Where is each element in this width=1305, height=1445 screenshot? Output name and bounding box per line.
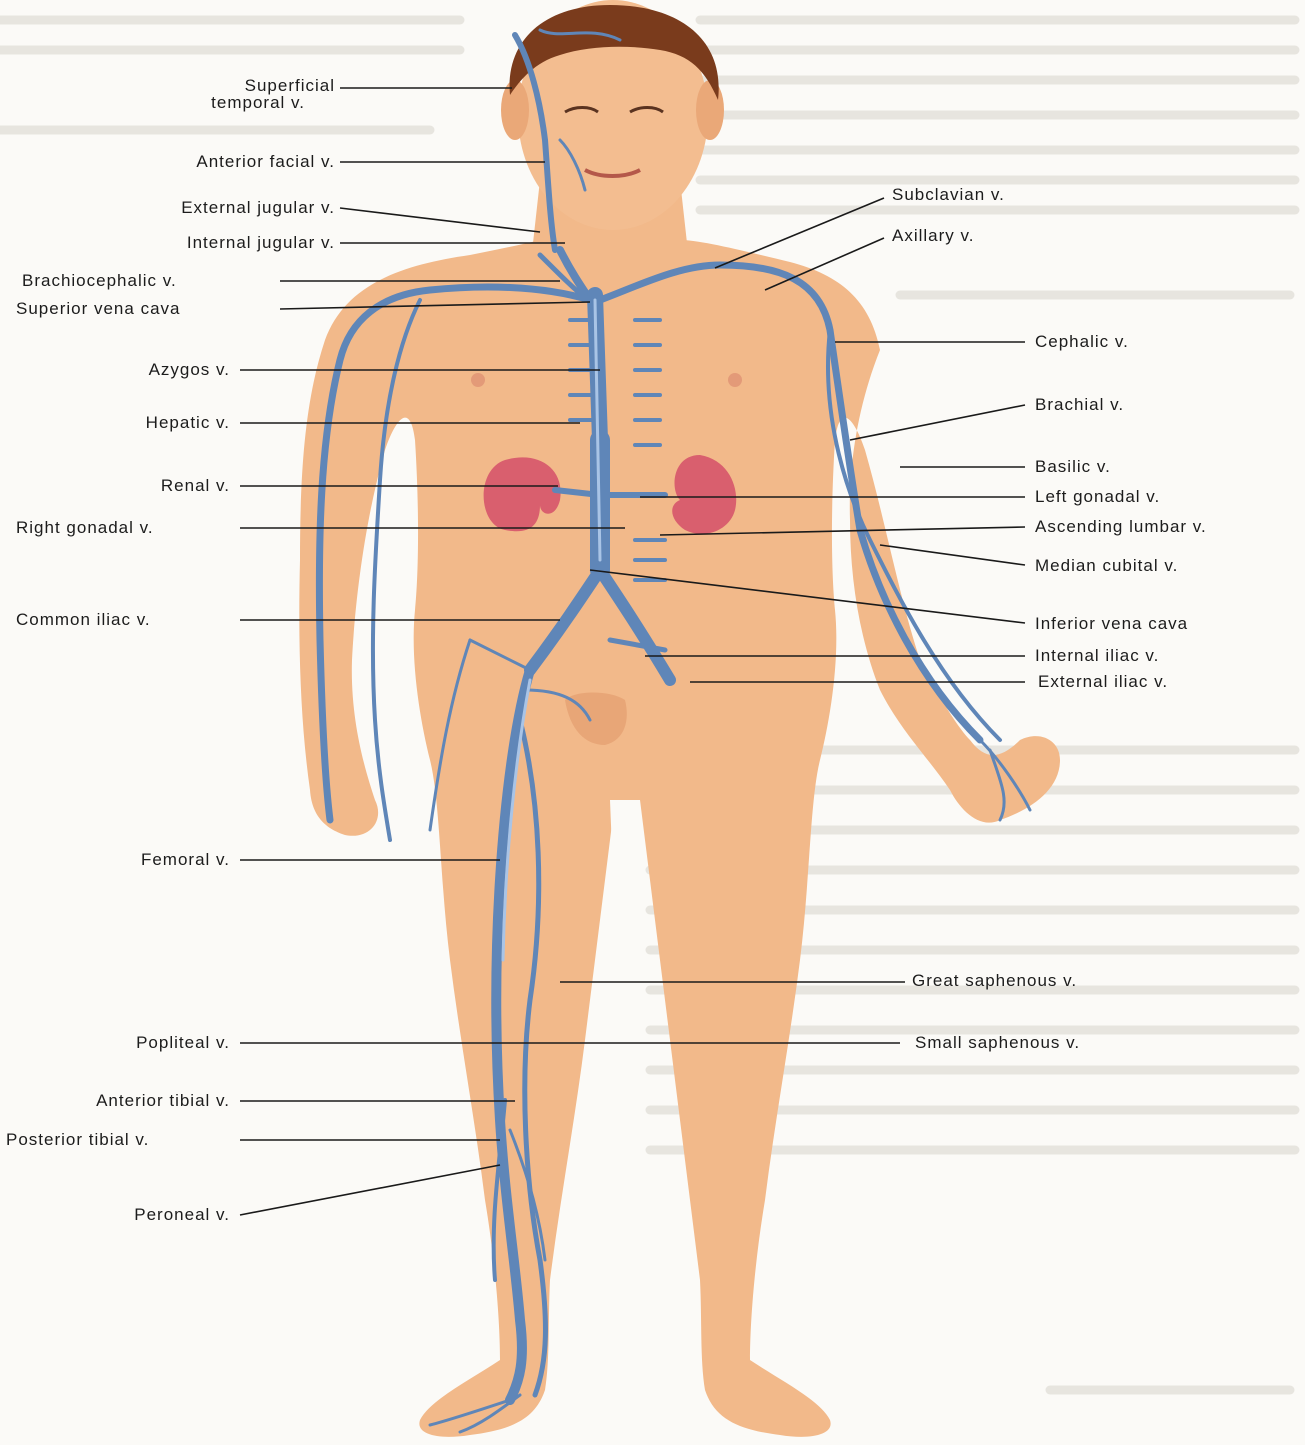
label-peroneal-vein: Peroneal v. bbox=[134, 1205, 230, 1225]
label-superior-vena-cava: Superior vena cava bbox=[16, 299, 180, 319]
label-internal-jugular-vein: Internal jugular v. bbox=[187, 233, 335, 253]
label-left-gonadal-vein: Left gonadal v. bbox=[1035, 487, 1160, 507]
label-axillary-vein: Axillary v. bbox=[892, 226, 974, 246]
label-anterior-facial-vein: Anterior facial v. bbox=[196, 152, 335, 172]
label-posterior-tibial-vein: Posterior tibial v. bbox=[6, 1130, 149, 1150]
label-subclavian-vein: Subclavian v. bbox=[892, 185, 1005, 205]
label-right-gonadal-vein: Right gonadal v. bbox=[16, 518, 154, 538]
label-great-saphenous-vein: Great saphenous v. bbox=[912, 971, 1077, 991]
label-small-saphenous-vein: Small saphenous v. bbox=[915, 1033, 1080, 1053]
label-brachiocephalic-vein: Brachiocephalic v. bbox=[22, 271, 177, 291]
label-cephalic-vein: Cephalic v. bbox=[1035, 332, 1129, 352]
label-external-jugular-vein: External jugular v. bbox=[181, 198, 335, 218]
label-femoral-vein: Femoral v. bbox=[141, 850, 230, 870]
label-ascending-lumbar-vein: Ascending lumbar v. bbox=[1035, 517, 1207, 537]
label-superficial-temporal-2: temporal v. bbox=[211, 93, 305, 113]
label-inferior-vena-cava: Inferior vena cava bbox=[1035, 614, 1188, 634]
label-renal-vein: Renal v. bbox=[161, 476, 230, 496]
label-brachial-vein: Brachial v. bbox=[1035, 395, 1124, 415]
label-external-iliac-vein: External iliac v. bbox=[1038, 672, 1168, 692]
label-popliteal-vein: Popliteal v. bbox=[136, 1033, 230, 1053]
label-common-iliac-vein: Common iliac v. bbox=[16, 610, 151, 630]
label-median-cubital-vein: Median cubital v. bbox=[1035, 556, 1178, 576]
label-azygos-vein: Azygos v. bbox=[149, 360, 230, 380]
label-internal-iliac-vein: Internal iliac v. bbox=[1035, 646, 1159, 666]
label-anterior-tibial-vein: Anterior tibial v. bbox=[96, 1091, 230, 1111]
body-silhouette bbox=[299, 0, 1060, 1437]
label-basilic-vein: Basilic v. bbox=[1035, 457, 1111, 477]
label-hepatic-vein: Hepatic v. bbox=[146, 413, 230, 433]
